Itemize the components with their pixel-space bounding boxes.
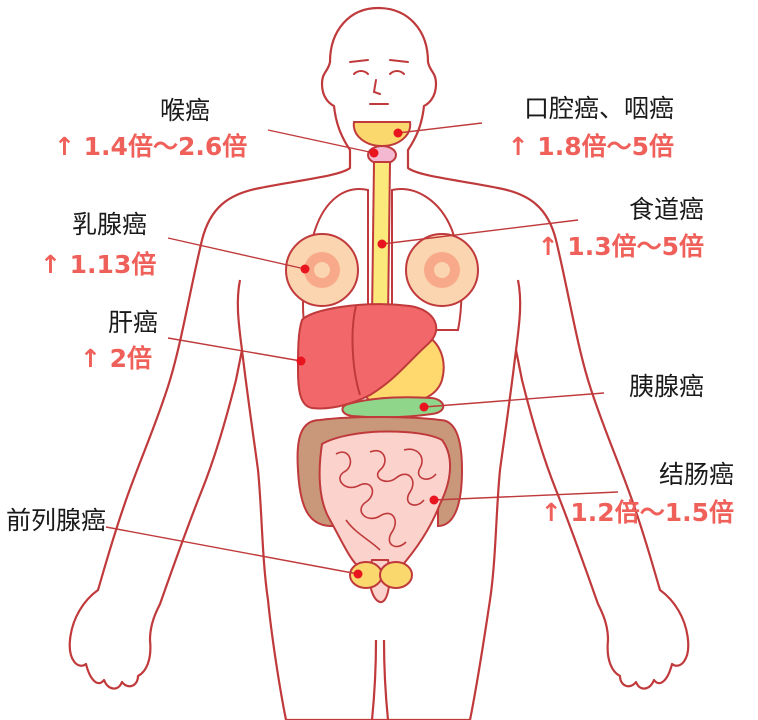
- label-liver-risk: ↑ 2倍: [80, 344, 153, 373]
- marker-colorectal: [429, 495, 439, 505]
- marker-dots: [296, 128, 439, 579]
- small-intestine: [318, 430, 452, 577]
- label-prostate-name: 前列腺癌: [6, 506, 107, 535]
- label-esophagus-risk: ↑ 1.3倍〜5倍: [537, 232, 704, 261]
- label-colorectal-name: 结肠癌: [658, 460, 734, 489]
- breasts: [285, 233, 479, 307]
- marker-esophagus: [377, 239, 387, 249]
- label-pancreas-name: 胰腺癌: [628, 372, 704, 401]
- pointer-lines: [105, 122, 619, 575]
- label-oral-risk: ↑ 1.8倍〜5倍: [507, 132, 674, 161]
- label-throat-risk: ↑ 1.4倍〜2.6倍: [54, 132, 248, 161]
- marker-breast: [300, 264, 310, 274]
- label-colorectal-risk: ↑ 1.2倍〜1.5倍: [540, 498, 734, 527]
- label-breast-name: 乳腺癌: [72, 210, 148, 239]
- marker-prostate: [353, 569, 363, 579]
- label-throat-name: 喉癌: [160, 96, 211, 125]
- marker-liver: [296, 356, 306, 366]
- marker-pancreas: [419, 402, 429, 412]
- label-oral-name: 口腔癌、咽癌: [523, 94, 674, 123]
- marker-oral: [393, 128, 403, 138]
- label-liver-name: 肝癌: [108, 308, 159, 337]
- pancreas: [341, 396, 445, 419]
- label-breast-risk: ↑ 1.13倍: [40, 250, 157, 279]
- face: [349, 59, 409, 105]
- prostate: [349, 561, 413, 589]
- label-esophagus-name: 食道癌: [628, 195, 704, 224]
- marker-throat: [369, 148, 379, 158]
- liver: [296, 303, 438, 410]
